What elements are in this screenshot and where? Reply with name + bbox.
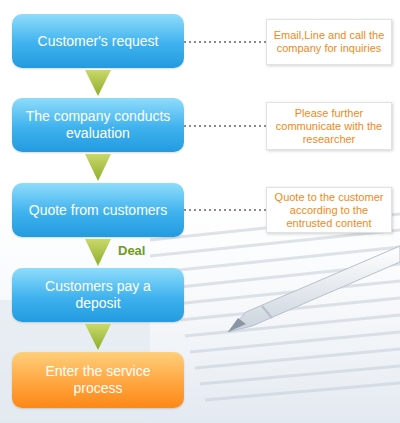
process-box: Customers pay a deposit (12, 268, 184, 322)
edge-label: Deal (118, 243, 145, 258)
note-text: Email,Line and call the company for inqu… (273, 29, 385, 55)
process-box: Quote from customers (12, 183, 184, 237)
note-box: Please further communicate with the rese… (266, 102, 392, 150)
note-box: Quote to the customer according to the e… (266, 187, 392, 233)
note-text: Please further communicate with the rese… (273, 107, 385, 146)
step-text: Quote from customers (29, 202, 168, 219)
flow-arrow (85, 324, 111, 350)
step-text: Customers pay a deposit (22, 278, 174, 312)
process-box: The company conducts evaluation (12, 98, 184, 152)
process-box: Enter the service process (12, 352, 184, 408)
dotted-leader (184, 41, 266, 43)
dotted-leader (184, 125, 266, 127)
note-text: Quote to the customer according to the e… (273, 191, 385, 230)
flow-arrow (85, 70, 111, 96)
step-text: Customer's request (38, 33, 159, 50)
process-box: Customer's request (12, 14, 184, 68)
flow-arrow (85, 154, 111, 181)
flow-arrow (85, 239, 111, 266)
step-text: The company conducts evaluation (22, 108, 174, 142)
paper-shade (0, 160, 400, 423)
dotted-leader (184, 209, 266, 211)
paper-lines (150, 214, 400, 400)
note-box: Email,Line and call the company for inqu… (266, 19, 392, 65)
step-text: Enter the service process (22, 363, 174, 397)
pen-illustration (228, 246, 400, 332)
